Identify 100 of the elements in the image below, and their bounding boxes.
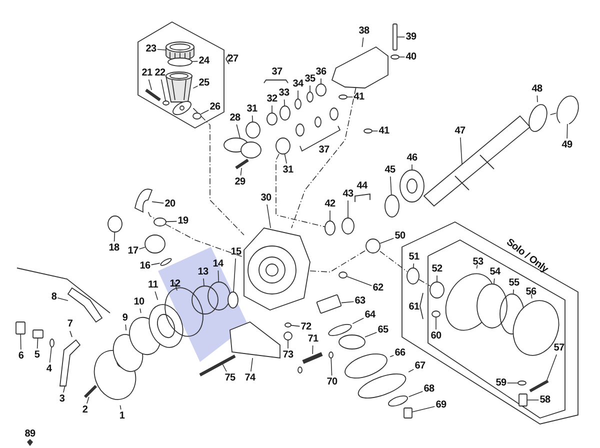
leader-line (398, 56, 406, 58)
callout-number: 75 (224, 372, 236, 384)
callout-number: 60 (430, 330, 442, 342)
leader-line (218, 270, 219, 282)
washer-drawing (390, 54, 400, 60)
callout-number: 27 (228, 54, 238, 64)
callout-number: 47 (454, 126, 466, 136)
ring-drawing (528, 104, 548, 132)
callout-number: 55 (508, 278, 520, 288)
callout-number: 35 (304, 74, 316, 84)
o-ring-drawing (328, 324, 352, 336)
ring-drawing (228, 292, 238, 308)
callout-number: 37 (272, 66, 282, 78)
nut-drawing (432, 310, 440, 318)
bolt-drawing (145, 88, 161, 102)
valve-drawing (144, 234, 166, 254)
leader-line (156, 49, 166, 50)
seal-drawing (324, 220, 336, 236)
callout-number: 14 (212, 258, 224, 270)
center-line (148, 212, 244, 258)
o-ring-drawing (160, 258, 172, 266)
spring-drawing (50, 338, 54, 348)
fitting-drawing (32, 330, 44, 338)
callout-number: 2 (82, 404, 88, 416)
callout-number: 40 (406, 52, 416, 62)
ring-drawing (208, 282, 230, 310)
callout-number: 63 (354, 296, 366, 306)
callout-number: 6 (18, 350, 24, 362)
bearing-drawing (400, 170, 424, 202)
leader-line (63, 386, 66, 393)
leader-line (476, 264, 478, 269)
leader-line (192, 60, 198, 62)
leader-line (57, 298, 68, 301)
circlip-drawing (556, 96, 579, 124)
leader-line (536, 95, 538, 102)
o-ring-drawing (328, 352, 334, 358)
callout-number: 61 (408, 302, 420, 312)
leader-line (125, 324, 126, 331)
callout-number: 42 (324, 198, 336, 210)
leader-line (140, 308, 142, 314)
callout-number: 11 (148, 280, 158, 290)
fitting-drawing (430, 282, 444, 298)
nut-drawing (338, 272, 348, 278)
leader-line (436, 275, 438, 282)
ring-drawing (192, 286, 218, 314)
leader-line (174, 282, 178, 291)
callout-number: 4 (46, 364, 52, 374)
o-ring-drawing (154, 218, 166, 226)
leader-line (284, 154, 287, 164)
leader-line (150, 262, 160, 266)
valve-drawing (316, 84, 326, 96)
ring-drawing (168, 58, 192, 66)
filter-drawing (476, 284, 508, 328)
callout-number: 45 (384, 164, 396, 176)
callout-number: 52 (432, 264, 442, 274)
leader-line (408, 368, 414, 372)
leader-line (460, 137, 462, 164)
leader-line (152, 201, 164, 204)
leader-line (380, 238, 394, 244)
callout-number: 15 (230, 246, 242, 258)
callout-number: 69 (436, 400, 446, 410)
leader-line (530, 294, 532, 299)
callout-number: 56 (526, 286, 536, 298)
plug-drawing (518, 394, 528, 406)
o-ring-drawing (338, 94, 348, 100)
piston-drawing (338, 334, 366, 350)
callout-number: 38 (358, 26, 370, 36)
ring-drawing (164, 287, 204, 337)
leader-line (512, 289, 514, 294)
callout-number: 54 (490, 266, 500, 278)
leader-line (236, 124, 240, 138)
callout-number: 58 (540, 394, 550, 406)
leader-line (114, 232, 116, 242)
callout-number: 28 (230, 112, 240, 124)
leader-line (166, 220, 178, 222)
note-text: Solo / Only (504, 236, 550, 276)
o-ring-drawing (364, 128, 372, 134)
callout-number: 10 (134, 296, 144, 308)
callout-number: 25 (198, 78, 210, 88)
callout-number: 41 (354, 92, 364, 102)
center-line (310, 250, 366, 272)
leader-line (413, 263, 414, 268)
seal-drawing (342, 218, 354, 234)
center-line (380, 250, 408, 272)
bolt-drawing (529, 380, 549, 392)
callout-number: 18 (108, 242, 120, 254)
callout-number: 34 (292, 78, 304, 90)
pump-head-drawing (331, 46, 388, 88)
callout-number: 29 (234, 176, 246, 188)
bolt-drawing (392, 24, 398, 50)
bracket-plate-drawing (230, 321, 280, 358)
valve-drawing (60, 339, 81, 386)
callout-number: 41 (378, 126, 390, 136)
callout-number: 13 (198, 266, 208, 278)
leader-line (506, 382, 518, 384)
center-line (418, 279, 430, 286)
diaphragm-drawing (358, 374, 406, 398)
leader-line (266, 204, 271, 228)
leader-line (312, 345, 314, 354)
washer-drawing (162, 100, 170, 106)
